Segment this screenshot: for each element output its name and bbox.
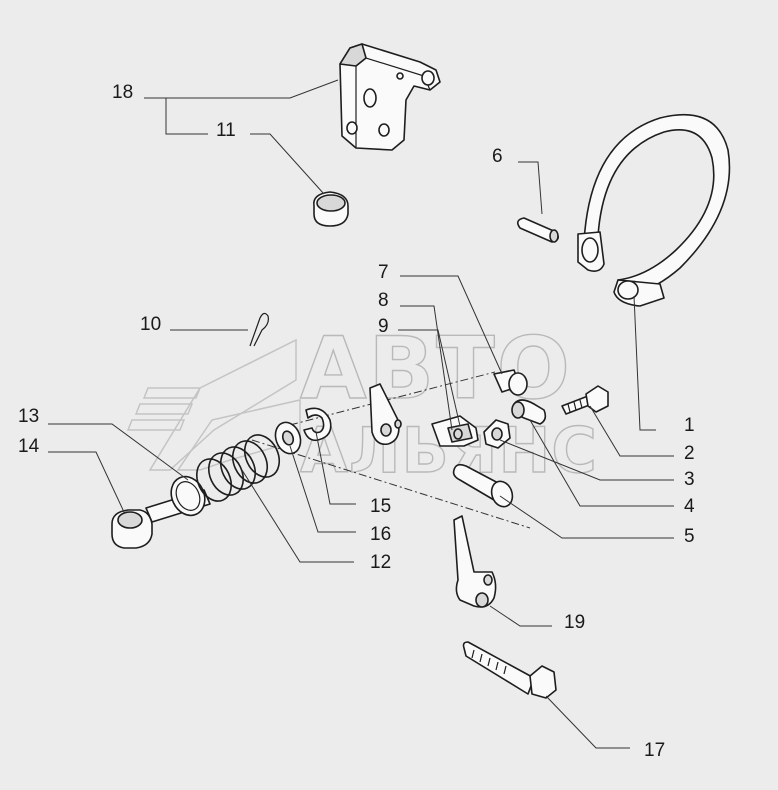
callout-19: 19 bbox=[564, 612, 585, 633]
callout-4: 4 bbox=[684, 496, 695, 517]
callout-11: 11 bbox=[216, 120, 236, 141]
part-13-o-ring bbox=[170, 475, 206, 517]
part-10-split-pin bbox=[249, 312, 269, 347]
callout-12: 12 bbox=[370, 552, 391, 573]
part-9-lever bbox=[369, 383, 402, 446]
callout-18: 18 bbox=[112, 82, 133, 103]
part-15-circlip bbox=[303, 407, 332, 442]
callout-2: 2 bbox=[684, 443, 695, 464]
part-12-spring bbox=[195, 434, 281, 502]
part-11-bush bbox=[313, 191, 349, 227]
callout-7: 7 bbox=[378, 262, 389, 283]
callout-14: 14 bbox=[18, 436, 40, 457]
part-6-pin bbox=[516, 217, 560, 243]
part-16-washer bbox=[274, 421, 302, 455]
part-2-screw bbox=[561, 385, 609, 415]
part-1-clamp-band bbox=[577, 114, 731, 307]
callout-16: 16 bbox=[370, 524, 391, 545]
callout-3: 3 bbox=[684, 469, 695, 490]
part-4-bushing bbox=[511, 399, 547, 425]
leader-lines bbox=[48, 79, 674, 749]
callout-6: 6 bbox=[492, 146, 503, 167]
callout-15: 15 bbox=[370, 496, 391, 517]
callout-17: 17 bbox=[644, 740, 665, 761]
part-7-clevis-pin bbox=[493, 369, 528, 396]
callout-9: 9 bbox=[378, 316, 389, 337]
watermark-logo: АВТО АЛЬЯНС bbox=[126, 318, 598, 488]
part-19-lever bbox=[453, 515, 497, 608]
callout-1: 1 bbox=[684, 415, 695, 436]
callout-5: 5 bbox=[684, 526, 695, 547]
watermark-emblem bbox=[126, 338, 301, 471]
callout-labels: 1 2 3 4 5 6 7 8 9 10 11 12 13 14 15 16 1… bbox=[18, 82, 695, 761]
part-17-bolt bbox=[462, 641, 557, 699]
callout-10: 10 bbox=[140, 314, 161, 335]
callout-8: 8 bbox=[378, 290, 389, 311]
callout-13: 13 bbox=[18, 406, 39, 427]
part-18-bracket bbox=[339, 43, 441, 151]
part-8-clevis bbox=[431, 415, 479, 447]
